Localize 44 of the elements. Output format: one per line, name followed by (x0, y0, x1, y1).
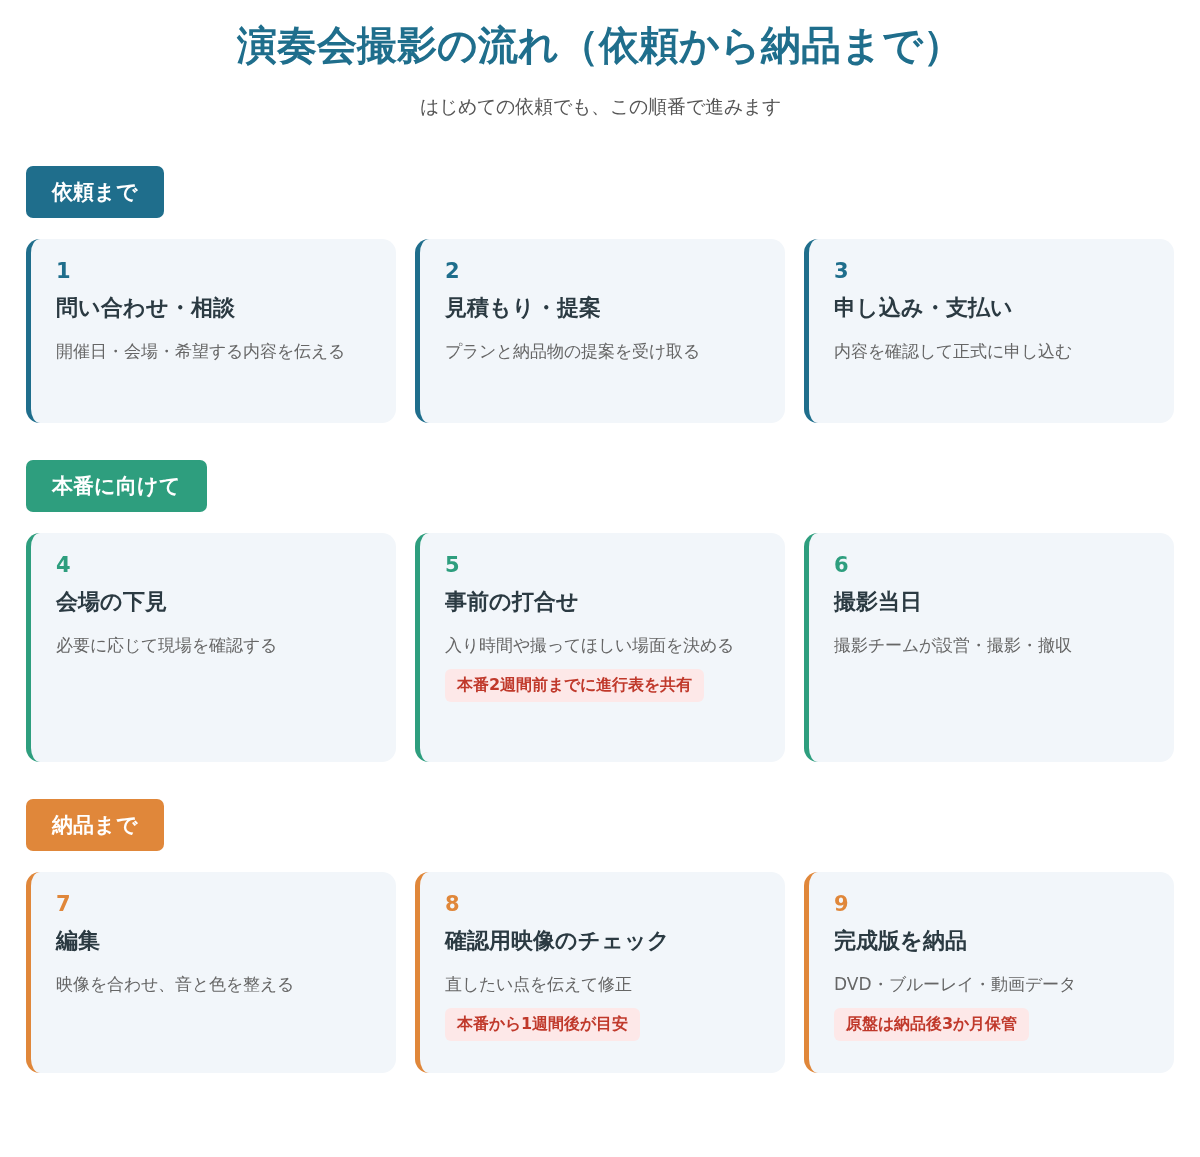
step-number: 3 (834, 259, 849, 283)
step-title: 撮影当日 (834, 588, 922, 616)
step-title: 事前の打合せ (445, 588, 579, 616)
step-title: 編集 (56, 927, 100, 955)
step-number: 1 (56, 259, 71, 283)
note-badge: 本番から1週間後が目安 (445, 1008, 641, 1041)
step-title: 見積もり・提案 (445, 294, 601, 322)
step-number: 5 (445, 553, 460, 577)
step-title: 完成版を納品 (834, 927, 967, 955)
step-card (804, 872, 1174, 1073)
section-tag: 依頼まで (26, 166, 164, 218)
step-title: 会場の下見 (56, 588, 167, 616)
step-number: 4 (56, 553, 71, 577)
note-badge: 本番2週間前までに進行表を共有 (445, 669, 705, 702)
step-card (26, 533, 396, 762)
step-description: 撮影チームが設営・撮影・撤収 (834, 634, 1072, 657)
step-title: 申し込み・支払い (834, 294, 1013, 322)
step-title: 確認用映像のチェック (445, 927, 670, 955)
step-title: 問い合わせ・相談 (56, 294, 235, 322)
step-number: 8 (445, 892, 460, 916)
step-card (804, 239, 1174, 423)
note-badge: 原盤は納品後3か月保管 (834, 1008, 1030, 1041)
step-description: 直したい点を伝えて修正 (445, 973, 632, 996)
section-tag: 納品まで (26, 799, 164, 851)
section-tag: 本番に向けて (26, 460, 207, 512)
subtitle: はじめての依頼でも、この順番で進みます (418, 94, 782, 119)
step-description: DVD・ブルーレイ・動画データ (834, 973, 1076, 996)
step-number: 7 (56, 892, 71, 916)
step-card (26, 239, 396, 423)
step-card (415, 872, 785, 1073)
step-description: 開催日・会場・希望する内容を伝える (56, 340, 345, 363)
title: 演奏会撮影の流れ（依頼から納品まで） (236, 21, 964, 70)
step-description: 入り時間や撮ってほしい場面を決める (445, 634, 734, 657)
step-card (415, 533, 785, 762)
step-number: 2 (445, 259, 460, 283)
step-card (26, 872, 396, 1073)
step-description: プランと納品物の提案を受け取る (445, 340, 700, 363)
step-description: 内容を確認して正式に申し込む (834, 340, 1072, 363)
step-number: 6 (834, 553, 849, 577)
step-card (415, 239, 785, 423)
step-card (804, 533, 1174, 762)
step-number: 9 (834, 892, 849, 916)
step-description: 必要に応じて現場を確認する (56, 634, 277, 657)
step-description: 映像を合わせ、音と色を整える (56, 973, 294, 996)
